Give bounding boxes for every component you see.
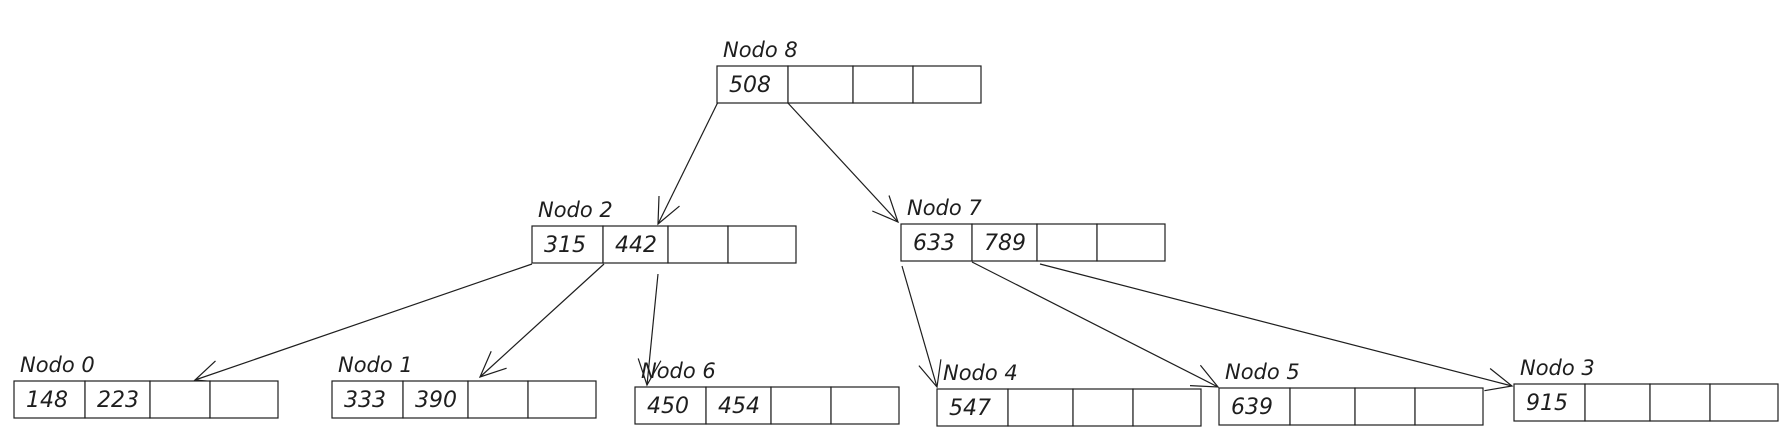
edge-nodo-7-to-nodo-4 xyxy=(901,265,942,389)
key-value: 223 xyxy=(97,388,139,413)
key-slot xyxy=(1218,387,1291,426)
key-slot xyxy=(1072,388,1134,427)
nodo-1: Nodo 1 333 390 xyxy=(331,353,597,419)
key-value: 789 xyxy=(984,231,1026,256)
key-value: 639 xyxy=(1231,395,1273,420)
edge-line xyxy=(657,101,719,225)
key-slot xyxy=(634,386,707,425)
key-slot xyxy=(716,65,789,104)
key-slot xyxy=(1584,383,1651,422)
edge-nodo-7-to-nodo-3 xyxy=(1039,263,1514,392)
key-slot xyxy=(467,380,529,419)
nodo-6: Nodo 6 450 454 xyxy=(634,359,900,425)
key-slot xyxy=(912,65,982,104)
key-value: 450 xyxy=(647,394,689,419)
key-value: 315 xyxy=(544,233,586,258)
key-value: 390 xyxy=(415,388,457,413)
key-value: 333 xyxy=(344,388,386,413)
arrowhead-icon xyxy=(637,358,662,387)
key-slot xyxy=(209,380,279,419)
key-slot xyxy=(84,380,151,419)
arrowhead-icon xyxy=(657,195,680,226)
key-slot xyxy=(13,380,86,419)
key-slot xyxy=(936,388,1009,427)
key-slot xyxy=(1649,383,1711,422)
key-slot xyxy=(900,223,973,262)
nodo-3: Nodo 3 915 xyxy=(1513,356,1779,422)
key-slot xyxy=(1007,388,1074,427)
edge-line xyxy=(479,263,605,378)
edge-line xyxy=(786,101,899,223)
key-value: 148 xyxy=(26,388,68,413)
node-label: Nodo 6 xyxy=(641,359,716,383)
arrowhead-icon xyxy=(1189,364,1220,388)
edge-nodo-7-to-nodo-5 xyxy=(971,261,1220,388)
arrowhead-icon xyxy=(918,359,942,389)
edges-layer xyxy=(193,101,1514,392)
node-label: Nodo 5 xyxy=(1225,360,1300,384)
key-slot xyxy=(1132,388,1202,427)
key-value: 915 xyxy=(1526,391,1568,416)
key-value: 547 xyxy=(949,396,991,421)
key-slot xyxy=(1096,223,1166,262)
node-label: Nodo 7 xyxy=(907,196,982,220)
node-label: Nodo 3 xyxy=(1520,356,1595,380)
node-label: Nodo 2 xyxy=(538,198,613,222)
node-label: Nodo 8 xyxy=(723,38,798,62)
key-slot xyxy=(1354,387,1416,426)
key-slot xyxy=(705,386,772,425)
key-slot xyxy=(402,380,469,419)
edge-line xyxy=(646,273,659,386)
edge-nodo-8-to-nodo-7 xyxy=(786,101,900,224)
key-slot xyxy=(727,225,797,264)
key-slot xyxy=(149,380,211,419)
key-slot xyxy=(830,386,900,425)
key-slot xyxy=(667,225,729,264)
nodo-4: Nodo 4 547 xyxy=(936,361,1202,427)
node-label: Nodo 0 xyxy=(20,353,95,377)
key-slot xyxy=(1036,223,1098,262)
key-slot xyxy=(527,380,597,419)
key-slot xyxy=(971,223,1038,262)
edge-line xyxy=(901,265,938,388)
key-slot xyxy=(1289,387,1356,426)
key-slot xyxy=(787,65,854,104)
key-slot xyxy=(1513,383,1586,422)
nodo-7: Nodo 7 633 789 xyxy=(900,196,1166,262)
edge-line xyxy=(194,263,533,381)
arrowhead-icon xyxy=(872,195,900,224)
edge-line xyxy=(971,261,1219,388)
key-value: 508 xyxy=(729,73,771,98)
arrowhead-icon xyxy=(478,351,507,378)
key-slot xyxy=(531,225,604,264)
edge-nodo-2-to-nodo-6 xyxy=(637,273,662,387)
edge-nodo-8-to-nodo-2 xyxy=(657,101,719,226)
nodo-0: Nodo 0 148 223 xyxy=(13,353,279,419)
key-slot xyxy=(1414,387,1484,426)
key-value: 442 xyxy=(615,233,657,258)
node-label: Nodo 4 xyxy=(943,361,1018,385)
nodo-5: Nodo 5 639 xyxy=(1218,360,1484,426)
key-slot xyxy=(1709,383,1779,422)
nodo-2: Nodo 2 315 442 xyxy=(531,198,797,264)
arrowhead-icon xyxy=(1484,368,1514,392)
key-slot xyxy=(770,386,832,425)
key-slot xyxy=(852,65,914,104)
node-label: Nodo 1 xyxy=(338,353,413,377)
key-value: 454 xyxy=(718,394,760,419)
nodo-8: Nodo 8 508 xyxy=(716,38,982,104)
key-value: 633 xyxy=(913,231,955,256)
edge-nodo-2-to-nodo-1 xyxy=(478,263,605,378)
edge-line xyxy=(1039,263,1513,387)
